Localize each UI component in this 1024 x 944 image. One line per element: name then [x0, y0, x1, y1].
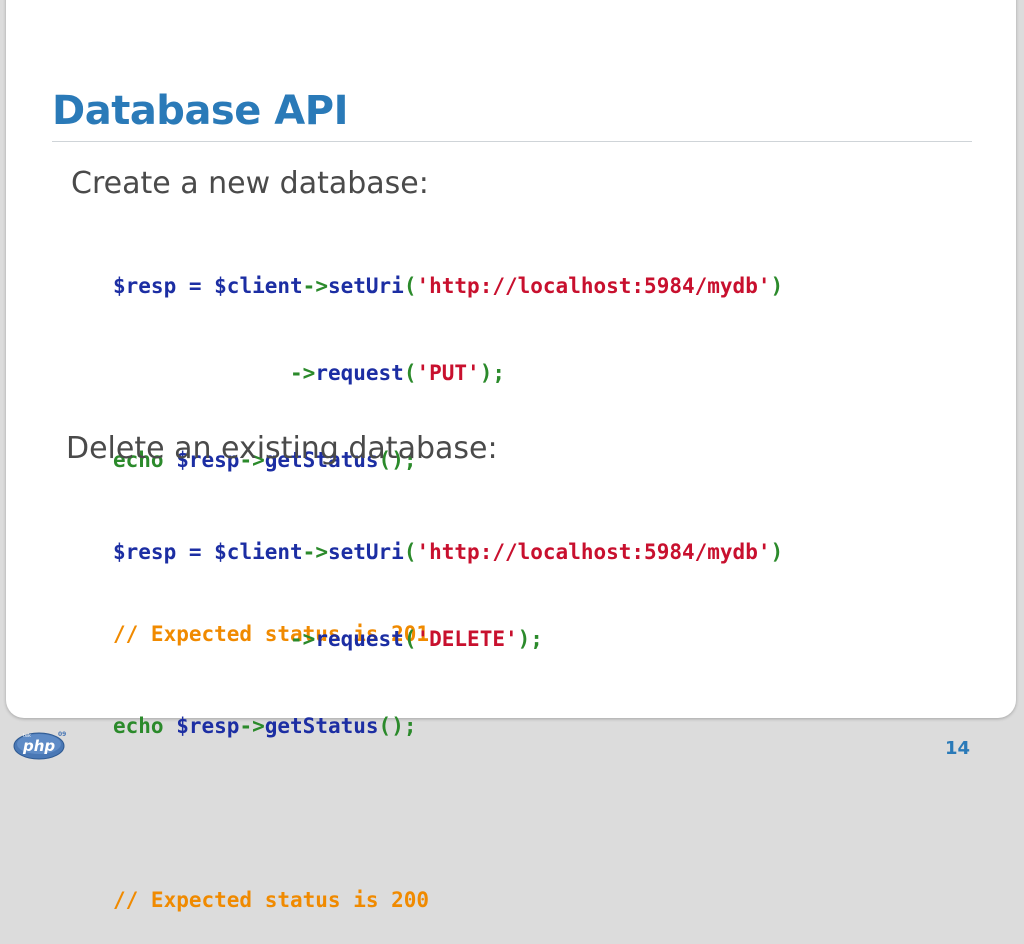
code-token-arrow: ->: [239, 448, 265, 472]
code-token-string: 'http://localhost:5984/mydb': [416, 274, 771, 298]
section-heading-create: Create a new database:: [71, 166, 429, 201]
code-blank-line: [113, 799, 783, 828]
code-token-arrow: ->: [302, 274, 328, 298]
code-token-punct: ();: [378, 448, 417, 472]
code-token-variable: $client: [214, 274, 303, 298]
code-comment: // Expected status is 201: [113, 622, 430, 646]
code-token-keyword: echo: [113, 714, 164, 738]
logo-text: php: [22, 737, 55, 755]
code-token-string: 'PUT': [416, 361, 480, 385]
code-token-method: getStatus: [264, 448, 379, 472]
code-token-punct: (: [403, 361, 417, 385]
code-token-variable: $resp: [113, 274, 177, 298]
code-token-punct: );: [517, 627, 543, 651]
code-token-method: setUri: [327, 540, 404, 564]
code-block-delete: $resp = $client->setUri('http://localhos…: [113, 480, 783, 944]
code-token-variable: $resp: [113, 540, 177, 564]
code-token-variable: $resp: [176, 714, 240, 738]
code-space: [164, 714, 177, 738]
code-token-punct: );: [479, 361, 505, 385]
code-token-string: 'DELETE': [416, 627, 518, 651]
slide-panel: [6, 0, 1016, 718]
code-token-punct: ();: [378, 714, 417, 738]
code-comment: // Expected status is 200: [113, 888, 430, 912]
code-token-operator: =: [176, 274, 215, 298]
section-heading-delete: Delete an existing database:: [66, 431, 498, 466]
code-token-method: request: [315, 627, 404, 651]
code-indent: [113, 361, 290, 385]
code-token-method: setUri: [327, 274, 404, 298]
title-divider: [52, 141, 972, 142]
code-line: ->request('DELETE');: [113, 625, 783, 654]
code-token-variable: $resp: [176, 448, 240, 472]
php-logo-icon: tek php 09: [13, 731, 66, 760]
code-line: echo $resp->getStatus();: [113, 446, 783, 475]
code-token-method: request: [315, 361, 404, 385]
code-line: echo $resp->getStatus();: [113, 712, 783, 741]
code-token-variable: $client: [214, 540, 303, 564]
code-token-keyword: echo: [113, 448, 164, 472]
code-line: $resp = $client->setUri('http://localhos…: [113, 538, 783, 567]
code-token-arrow: ->: [302, 540, 328, 564]
slide-title: Database API: [52, 88, 348, 134]
code-token-punct: (: [403, 274, 417, 298]
page-number: 14: [944, 738, 970, 759]
code-line: $resp = $client->setUri('http://localhos…: [113, 272, 783, 301]
code-token-string: 'http://localhost:5984/mydb': [416, 540, 771, 564]
logo-superscript: 09: [58, 731, 66, 738]
logo-small-text: tek: [23, 733, 31, 739]
code-token-punct: ): [770, 540, 784, 564]
code-token-arrow: ->: [290, 361, 316, 385]
code-token-method: getStatus: [264, 714, 379, 738]
code-token-punct: (: [403, 540, 417, 564]
code-line: ->request('PUT');: [113, 359, 783, 388]
code-token-arrow: ->: [290, 627, 316, 651]
code-token-punct: (: [403, 627, 417, 651]
code-token-operator: =: [176, 540, 215, 564]
code-indent: [113, 627, 290, 651]
code-token-punct: ): [770, 274, 784, 298]
code-block-create: $resp = $client->setUri('http://localhos…: [113, 214, 783, 678]
code-token-arrow: ->: [239, 714, 265, 738]
